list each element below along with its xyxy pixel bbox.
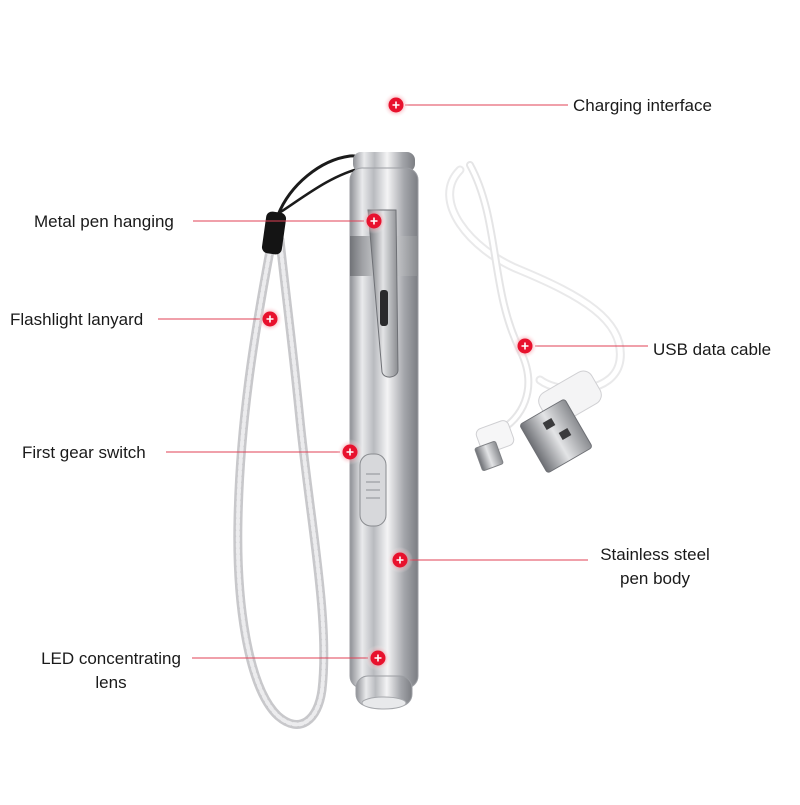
label-line: LED concentrating [41, 649, 181, 668]
label-line: pen body [620, 569, 690, 588]
hotspot-marker-flashlight-lanyard[interactable] [257, 306, 283, 332]
hotspot-marker-led-concentrating-lens[interactable] [365, 645, 391, 671]
hotspot-marker-metal-pen-hanging[interactable] [361, 208, 387, 234]
lanyard [233, 154, 368, 729]
label-line: Stainless steel [600, 545, 710, 564]
label-usb-data-cable: USB data cable [653, 340, 772, 359]
label-stainless-steel-pen-body: Stainless steel pen body [592, 543, 718, 591]
label-first-gear-switch: First gear switch [22, 443, 146, 462]
hotspot-marker-charging-interface[interactable] [383, 92, 409, 118]
label-led-concentrating-lens: LED concentrating lens [30, 647, 192, 695]
plus-icon [374, 654, 382, 662]
hotspot-marker-usb-data-cable[interactable] [512, 333, 538, 359]
pen-flashlight [349, 152, 419, 710]
plus-icon [346, 448, 354, 456]
hotspot-marker-first-gear-switch[interactable] [337, 439, 363, 465]
callout-layer [158, 92, 648, 671]
label-metal-pen-hanging: Metal pen hanging [34, 212, 174, 231]
plus-icon [266, 315, 274, 323]
hotspot-marker-stainless-steel-pen-body[interactable] [387, 547, 413, 573]
label-charging-interface: Charging interface [573, 96, 712, 115]
plus-icon [392, 101, 400, 109]
label-flashlight-lanyard: Flashlight lanyard [10, 310, 144, 329]
label-line: lens [95, 673, 127, 692]
plus-icon [396, 556, 404, 564]
plus-icon [521, 342, 529, 350]
usb-cable [445, 161, 625, 473]
plus-icon [370, 217, 378, 225]
